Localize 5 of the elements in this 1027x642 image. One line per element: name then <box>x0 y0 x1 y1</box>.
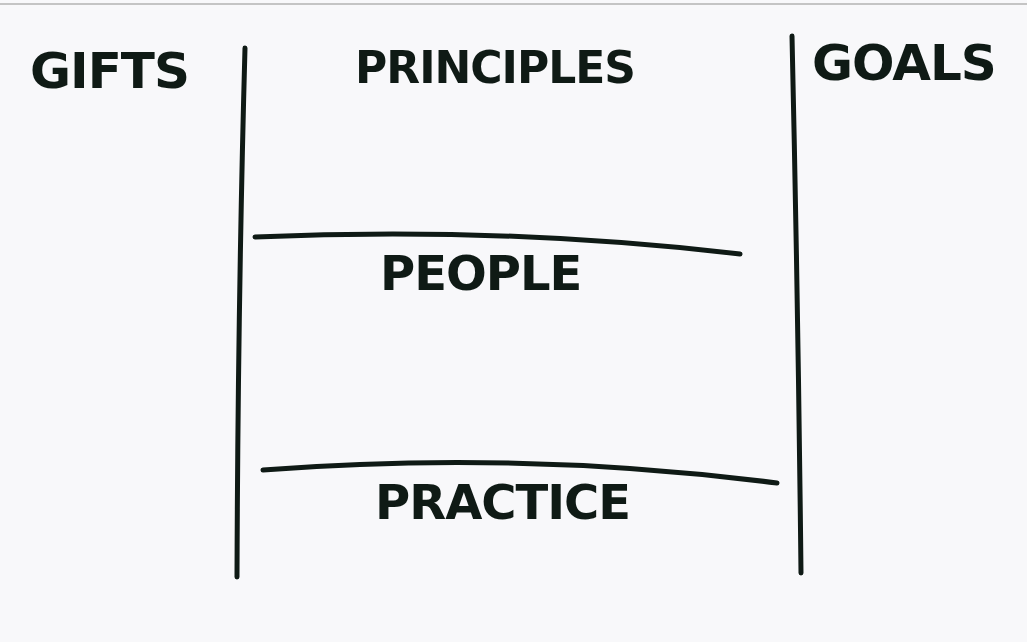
row-heading: PRACTICE <box>375 474 631 530</box>
column-heading: GIFTS <box>30 42 189 100</box>
row-heading: PEOPLE <box>380 245 582 301</box>
column-heading: PRINCIPLES <box>355 42 636 93</box>
column-heading: GOALS <box>812 34 996 92</box>
